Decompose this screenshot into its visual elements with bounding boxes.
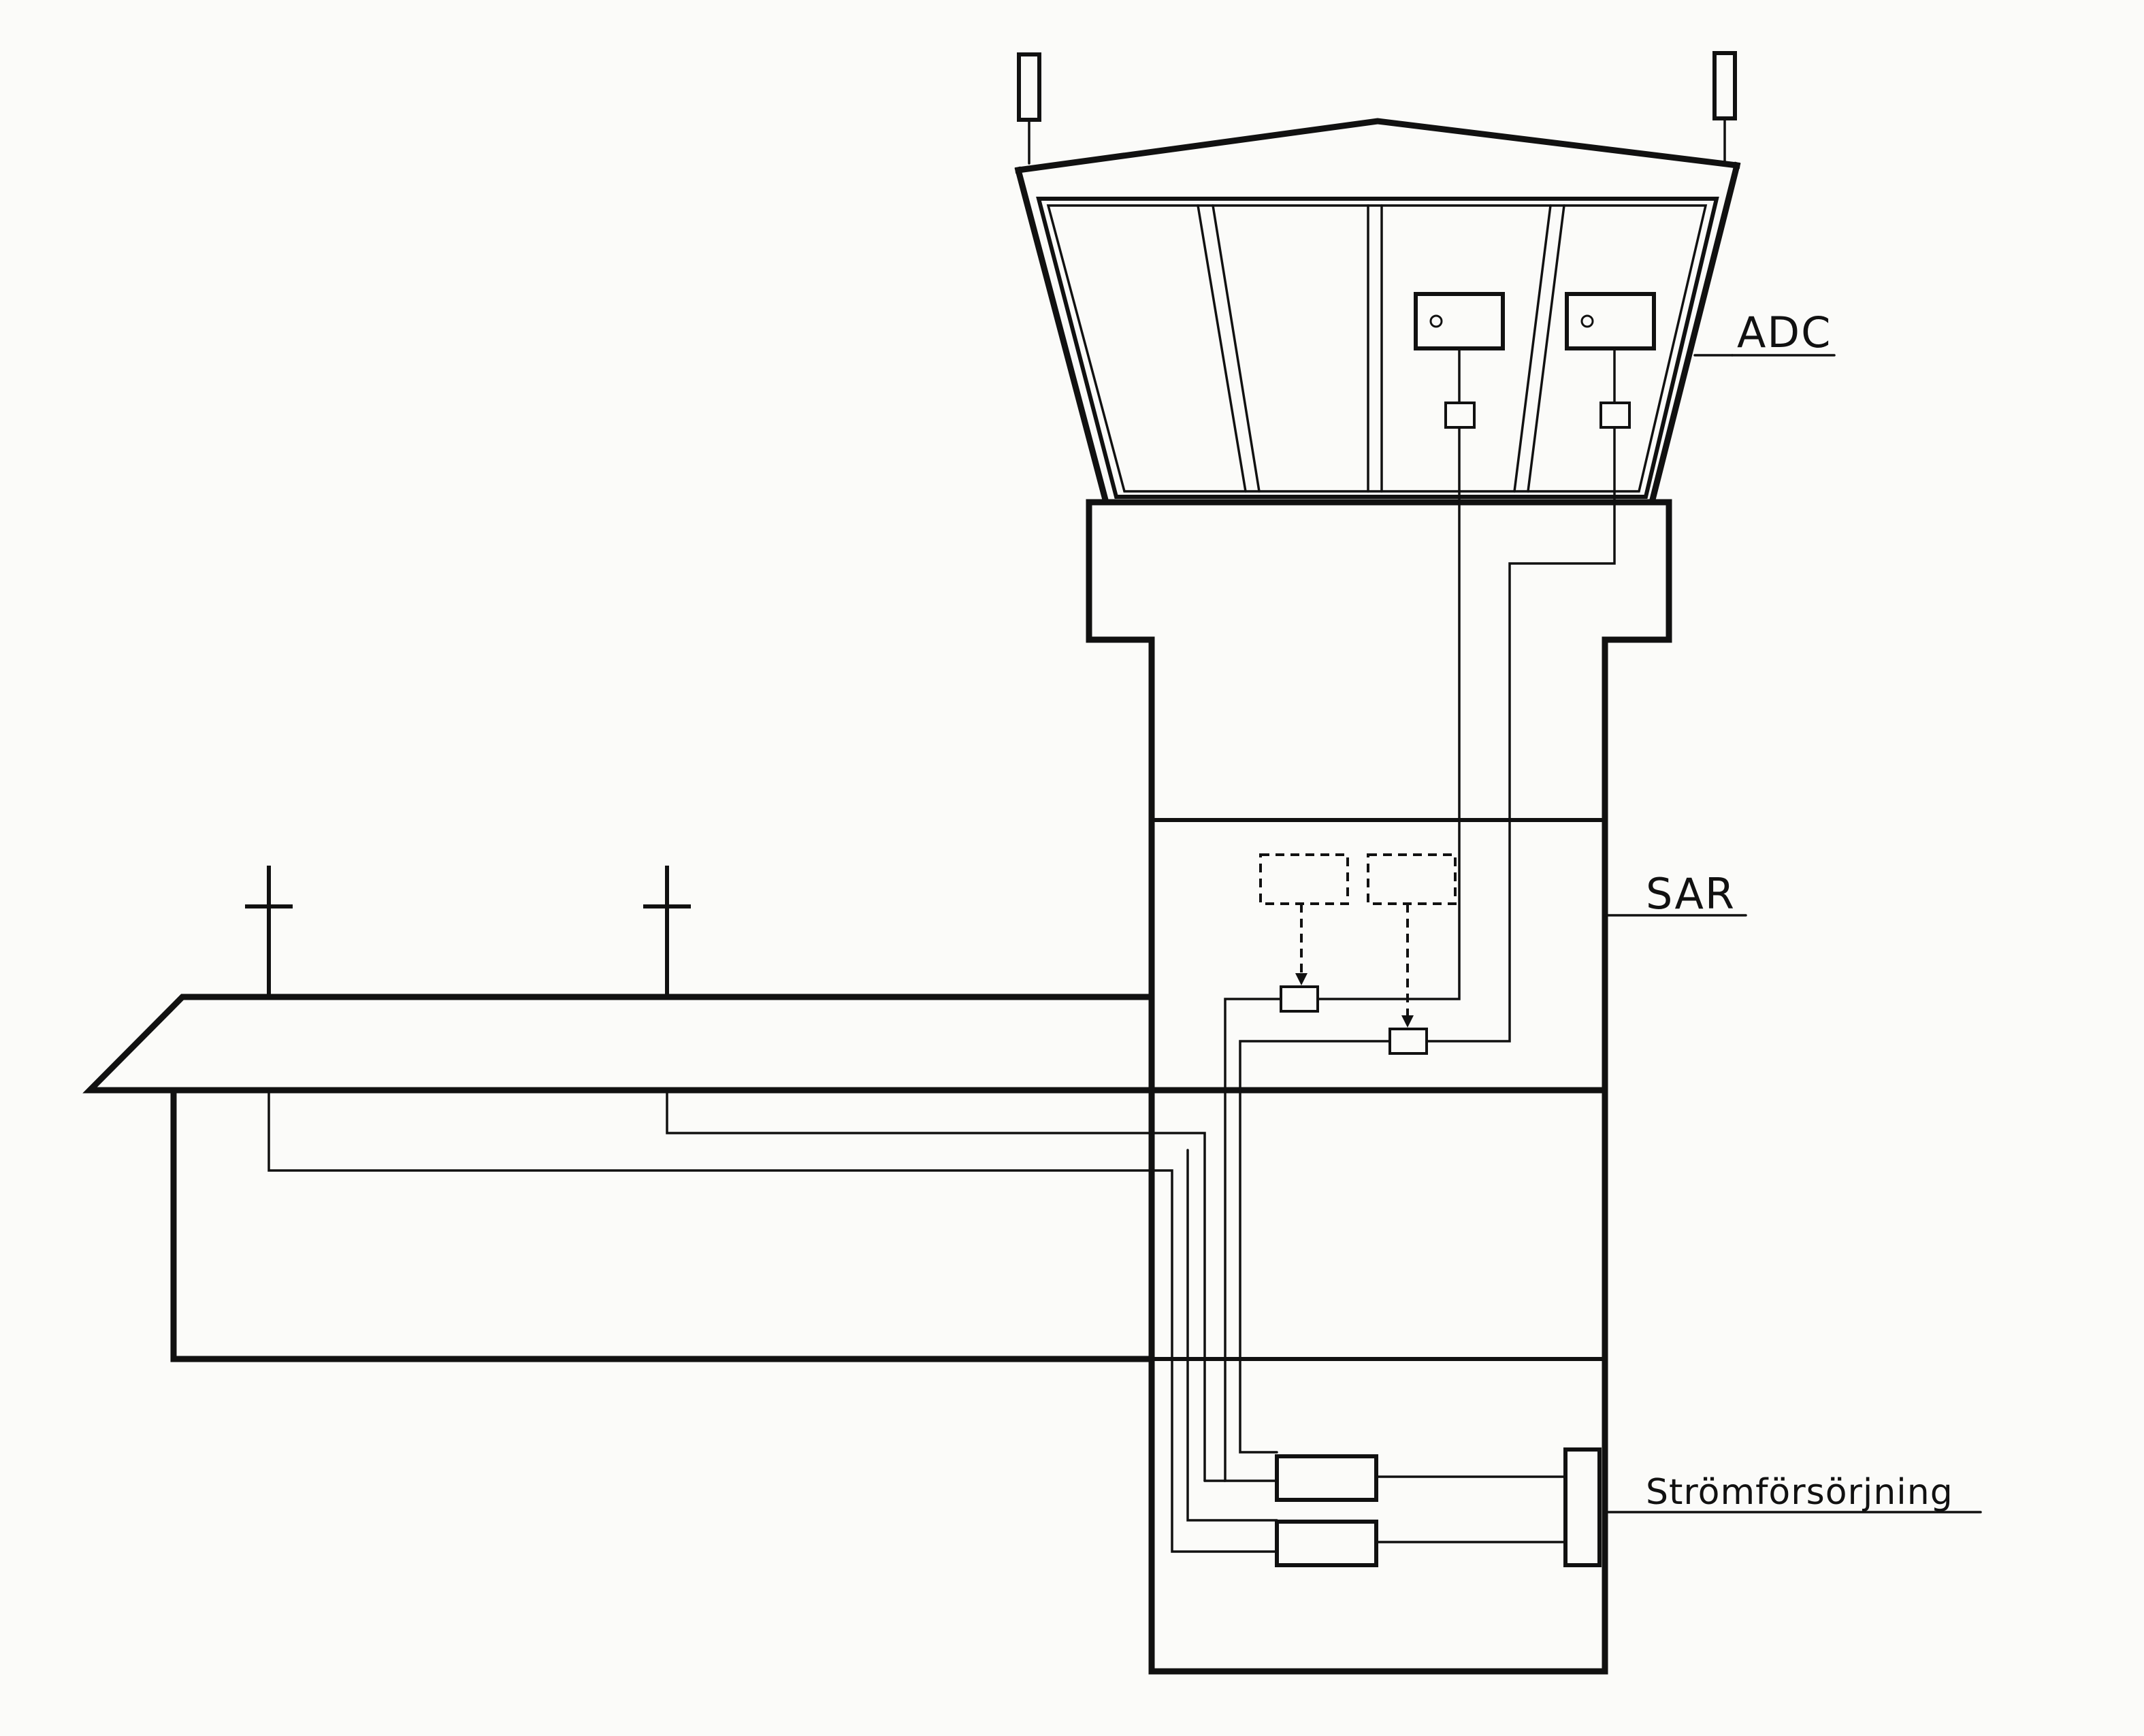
low-building: [82, 994, 1608, 1362]
adc-label-group: ADC: [1693, 308, 1836, 357]
adc-display-right: [1565, 292, 1656, 429]
roof-antenna-left: [1017, 52, 1041, 165]
adc-label: ADC: [1737, 308, 1832, 357]
power-label: Strömförsörjning: [1646, 1472, 1953, 1513]
adc-display-left: [1414, 292, 1505, 429]
sar-equipment: [1259, 853, 1457, 1055]
roof-antenna-right: [1712, 51, 1737, 165]
ground-antenna-left: [245, 866, 293, 997]
tower-shaft: [1086, 499, 1672, 1675]
power-supply: [1275, 1447, 1602, 1567]
ground-antenna-right: [643, 866, 691, 997]
power-label-group: Strömförsörjning: [1604, 1472, 1982, 1513]
sar-label: SAR: [1646, 869, 1736, 919]
cables: [267, 426, 1616, 1553]
sar-label-group: SAR: [1604, 869, 1747, 919]
tower-cab: [1014, 118, 1741, 506]
